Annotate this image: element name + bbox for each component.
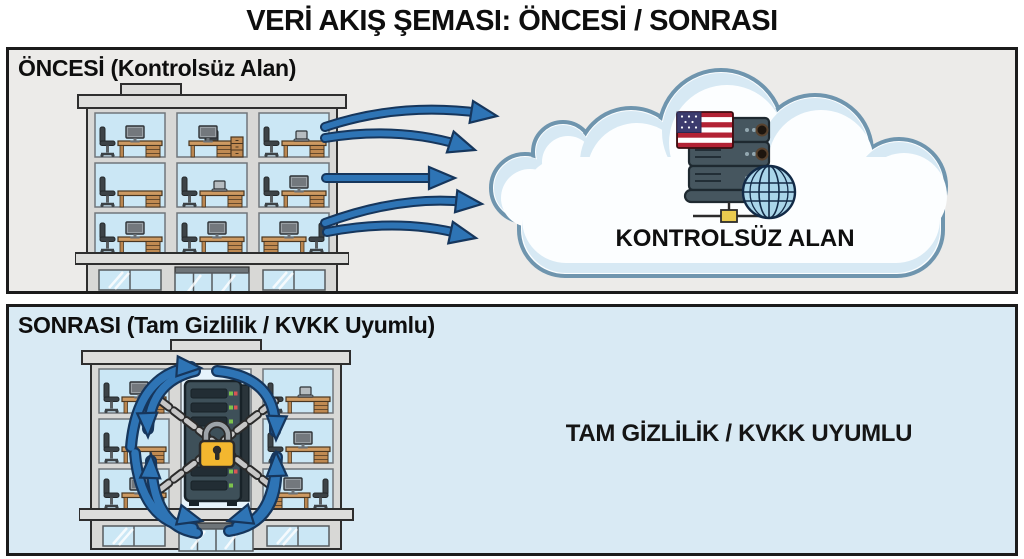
foreign-server-group: [676, 111, 797, 223]
cloud-label: KONTROLSÜZ ALAN: [615, 225, 854, 252]
page-title: VERİ AKIŞ ŞEMASI: ÖNCESİ / SONRASI: [246, 5, 778, 37]
office-building-icon: [75, 83, 349, 291]
us-flag-icon: [676, 111, 734, 149]
globe-icon: [741, 164, 797, 220]
secured-office-building-icon: [79, 339, 354, 553]
building-entrance: [75, 251, 349, 291]
before-panel: ÖNCESİ (Kontrolsüz Alan): [6, 47, 1018, 294]
cloud-icon: KONTROLSÜZ ALAN: [489, 68, 948, 278]
before-panel-label: ÖNCESİ (Kontrolsüz Alan): [18, 55, 297, 81]
network-node-icon: [693, 202, 767, 223]
padlock-icon: [198, 420, 236, 469]
after-panel: SONRASI (Tam Gizlilik / KVKK Uyumlu) TAM…: [6, 304, 1018, 556]
after-zone-label: TAM GİZLİLİK / KVKK UYUMLU: [565, 420, 913, 447]
building-entrance: [79, 507, 354, 553]
circular-flow-arrows: [125, 355, 288, 539]
after-panel-label: SONRASI (Tam Gizlilik / KVKK Uyumlu): [18, 312, 435, 338]
